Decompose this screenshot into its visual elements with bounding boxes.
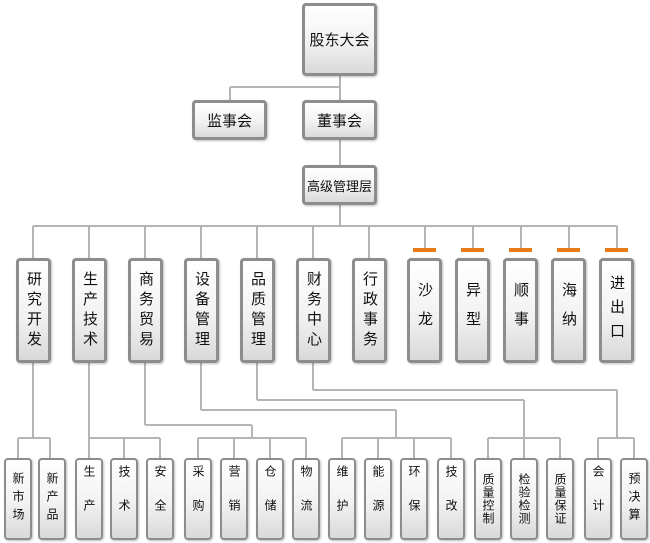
unit-budget-settlement-box: 预决算 <box>620 458 648 540</box>
dept-quality-mgmt-box: 品质管理 <box>240 258 275 363</box>
unit-tech-upgrade-box: 技改 <box>437 458 465 540</box>
dept-rd-box: 研究开发 <box>16 258 51 363</box>
unit-warehousing-box: 仓储 <box>256 458 284 540</box>
senior-management-box: 高级管理层 <box>302 165 377 205</box>
unit-quality-control-box: 质量控制 <box>474 458 502 540</box>
subsidiary-import-export-box: 进出口 <box>599 258 634 363</box>
dept-production-tech-box: 生产技术 <box>72 258 107 363</box>
unit-inspection-testing-box: 检验检测 <box>510 458 538 540</box>
unit-energy-box: 能源 <box>364 458 392 540</box>
accent-bar-shunshi <box>509 248 532 252</box>
dept-admin-affairs-box: 行政事务 <box>352 258 387 363</box>
unit-purchasing-box: 采购 <box>184 458 212 540</box>
subsidiary-shunshi-box: 顺事 <box>503 258 538 363</box>
unit-marketing-box: 营销 <box>220 458 248 540</box>
subsidiary-haina-box: 海纳 <box>551 258 586 363</box>
unit-new-product-box: 新产品 <box>38 458 66 540</box>
unit-technology-box: 技术 <box>110 458 138 540</box>
subsidiary-yixing-box: 异型 <box>455 258 490 363</box>
unit-production-box: 生产 <box>75 458 103 540</box>
board-of-directors-box: 董事会 <box>302 100 377 140</box>
unit-new-market-box: 新市场 <box>4 458 32 540</box>
accent-bar-yixing <box>461 248 484 252</box>
subsidiary-shalong-box: 沙龙 <box>407 258 442 363</box>
accent-bar-haina <box>557 248 580 252</box>
unit-quality-assurance-box: 质量保证 <box>546 458 574 540</box>
shareholders-meeting-box: 股东大会 <box>302 3 377 76</box>
unit-safety-box: 安全 <box>146 458 174 540</box>
unit-maintenance-box: 维护 <box>328 458 356 540</box>
dept-equipment-mgmt-box: 设备管理 <box>184 258 219 363</box>
dept-finance-center-box: 财务中心 <box>296 258 331 363</box>
supervisory-board-box: 监事会 <box>192 100 267 140</box>
unit-environmental-box: 环保 <box>400 458 428 540</box>
unit-logistics-box: 物流 <box>292 458 320 540</box>
unit-accounting-box: 会计 <box>584 458 612 540</box>
accent-bar-shalong <box>413 248 436 252</box>
accent-bar-import-export <box>605 248 628 252</box>
dept-commerce-trade-box: 商务贸易 <box>128 258 163 363</box>
